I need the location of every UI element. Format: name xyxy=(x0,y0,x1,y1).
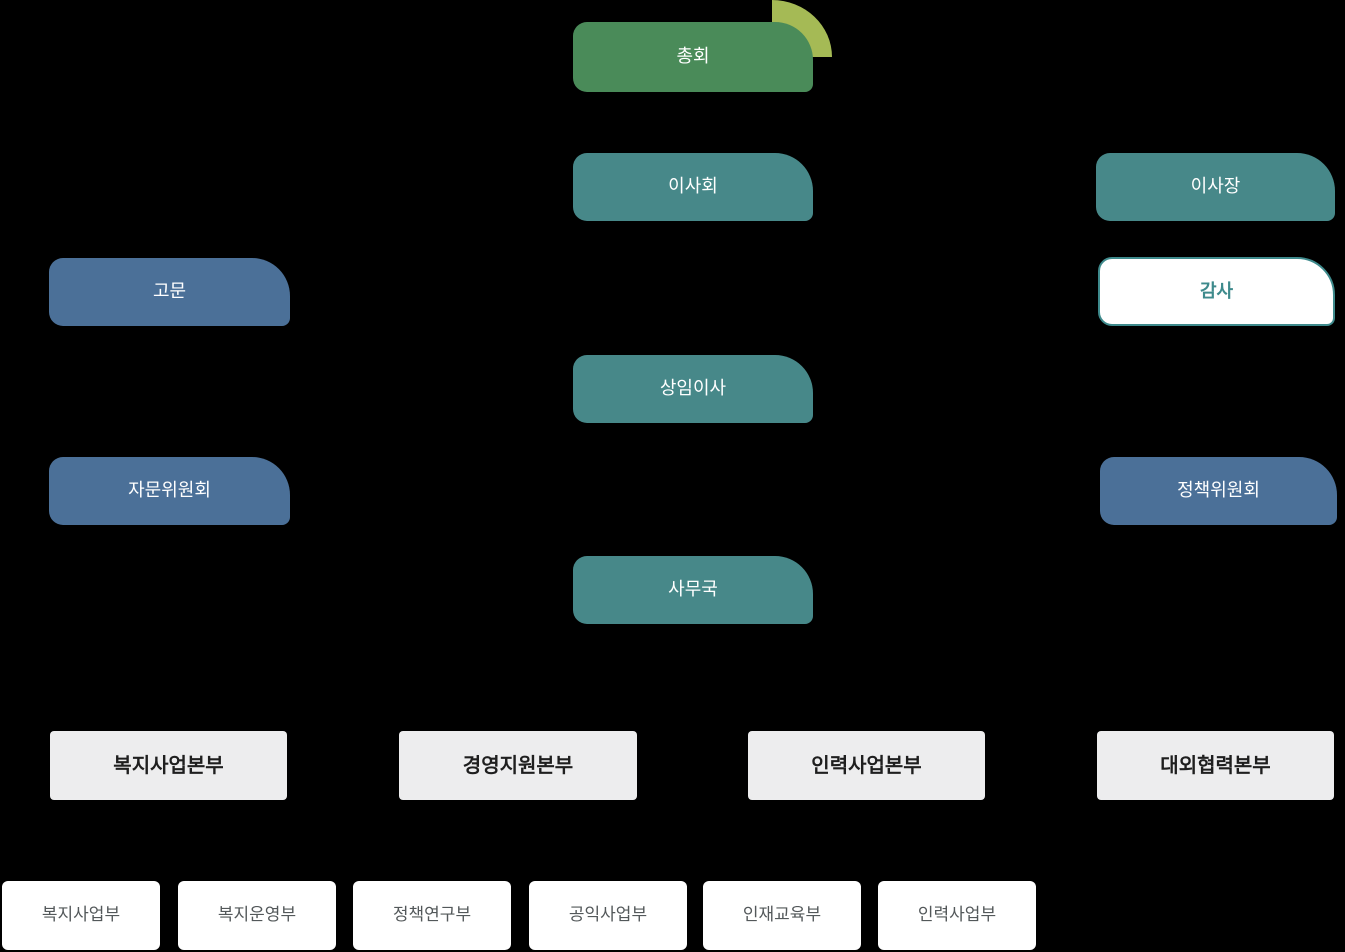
node-department-welfare-operations: 복지운영부 xyxy=(178,876,336,950)
node-executive-director: 상임이사 xyxy=(573,355,813,423)
node-label: 복지운영부 xyxy=(217,905,297,925)
node-division-external-cooperation: 대외협력본부 xyxy=(1097,726,1334,800)
node-label: 정책위원회 xyxy=(1177,480,1260,501)
node-label: 대외협력본부 xyxy=(1160,754,1271,777)
connector-dot-icon xyxy=(1210,726,1221,737)
connector-dot-icon xyxy=(512,726,524,737)
node-label: 자문위원회 xyxy=(128,480,211,501)
node-label: 고문 xyxy=(152,281,187,302)
connector-dot-icon xyxy=(75,876,87,887)
node-label: 공익사업부 xyxy=(568,905,648,925)
node-label: 인력사업본부 xyxy=(811,754,922,777)
node-label: 경영지원본부 xyxy=(462,754,574,777)
node-secretariat: 사무국 xyxy=(573,556,813,624)
node-department-hr-business: 인력사업부 xyxy=(878,876,1036,950)
node-board: 이사회 xyxy=(573,153,813,221)
node-policy-committee: 정책위원회 xyxy=(1100,457,1337,525)
node-label: 사무국 xyxy=(668,579,718,600)
node-department-public-interest: 공익사업부 xyxy=(529,876,687,950)
connector-dot-icon xyxy=(861,726,872,737)
connector-dot-icon xyxy=(602,876,614,887)
node-department-talent-education: 인재교육부 xyxy=(703,876,861,950)
node-label: 상임이사 xyxy=(659,378,727,399)
node-label: 감사 xyxy=(1199,280,1234,301)
node-general-assembly: 총회 xyxy=(573,22,813,92)
node-division-hr-business: 인력사업본부 xyxy=(748,726,985,800)
connector-dot-icon xyxy=(776,876,788,887)
node-division-management-support: 경영지원본부 xyxy=(399,726,637,800)
node-advisor: 고문 xyxy=(49,258,290,326)
connector-dot-icon xyxy=(426,876,438,887)
node-label: 복지사업본부 xyxy=(113,754,224,777)
connector-dot-icon xyxy=(251,876,263,887)
node-advisory-committee: 자문위원회 xyxy=(49,457,290,525)
node-division-welfare-business: 복지사업본부 xyxy=(50,726,287,800)
node-label: 이사장 xyxy=(1190,176,1241,197)
node-label: 복지사업부 xyxy=(41,905,121,925)
node-label: 정책연구부 xyxy=(392,905,472,925)
node-auditor: 감사 xyxy=(1098,254,1335,326)
connector-dot-icon xyxy=(1211,254,1222,265)
node-label: 총회 xyxy=(676,46,710,67)
connector-dot-icon xyxy=(951,876,963,887)
connector-dot-icon xyxy=(163,726,174,737)
node-department-welfare-business: 복지사업부 xyxy=(2,876,160,950)
node-label: 인재교육부 xyxy=(742,905,822,925)
node-department-policy-research: 정책연구부 xyxy=(353,876,511,950)
node-label: 이사회 xyxy=(668,176,718,197)
node-label: 인력사업부 xyxy=(917,905,997,925)
node-chairman: 이사장 xyxy=(1096,153,1335,221)
